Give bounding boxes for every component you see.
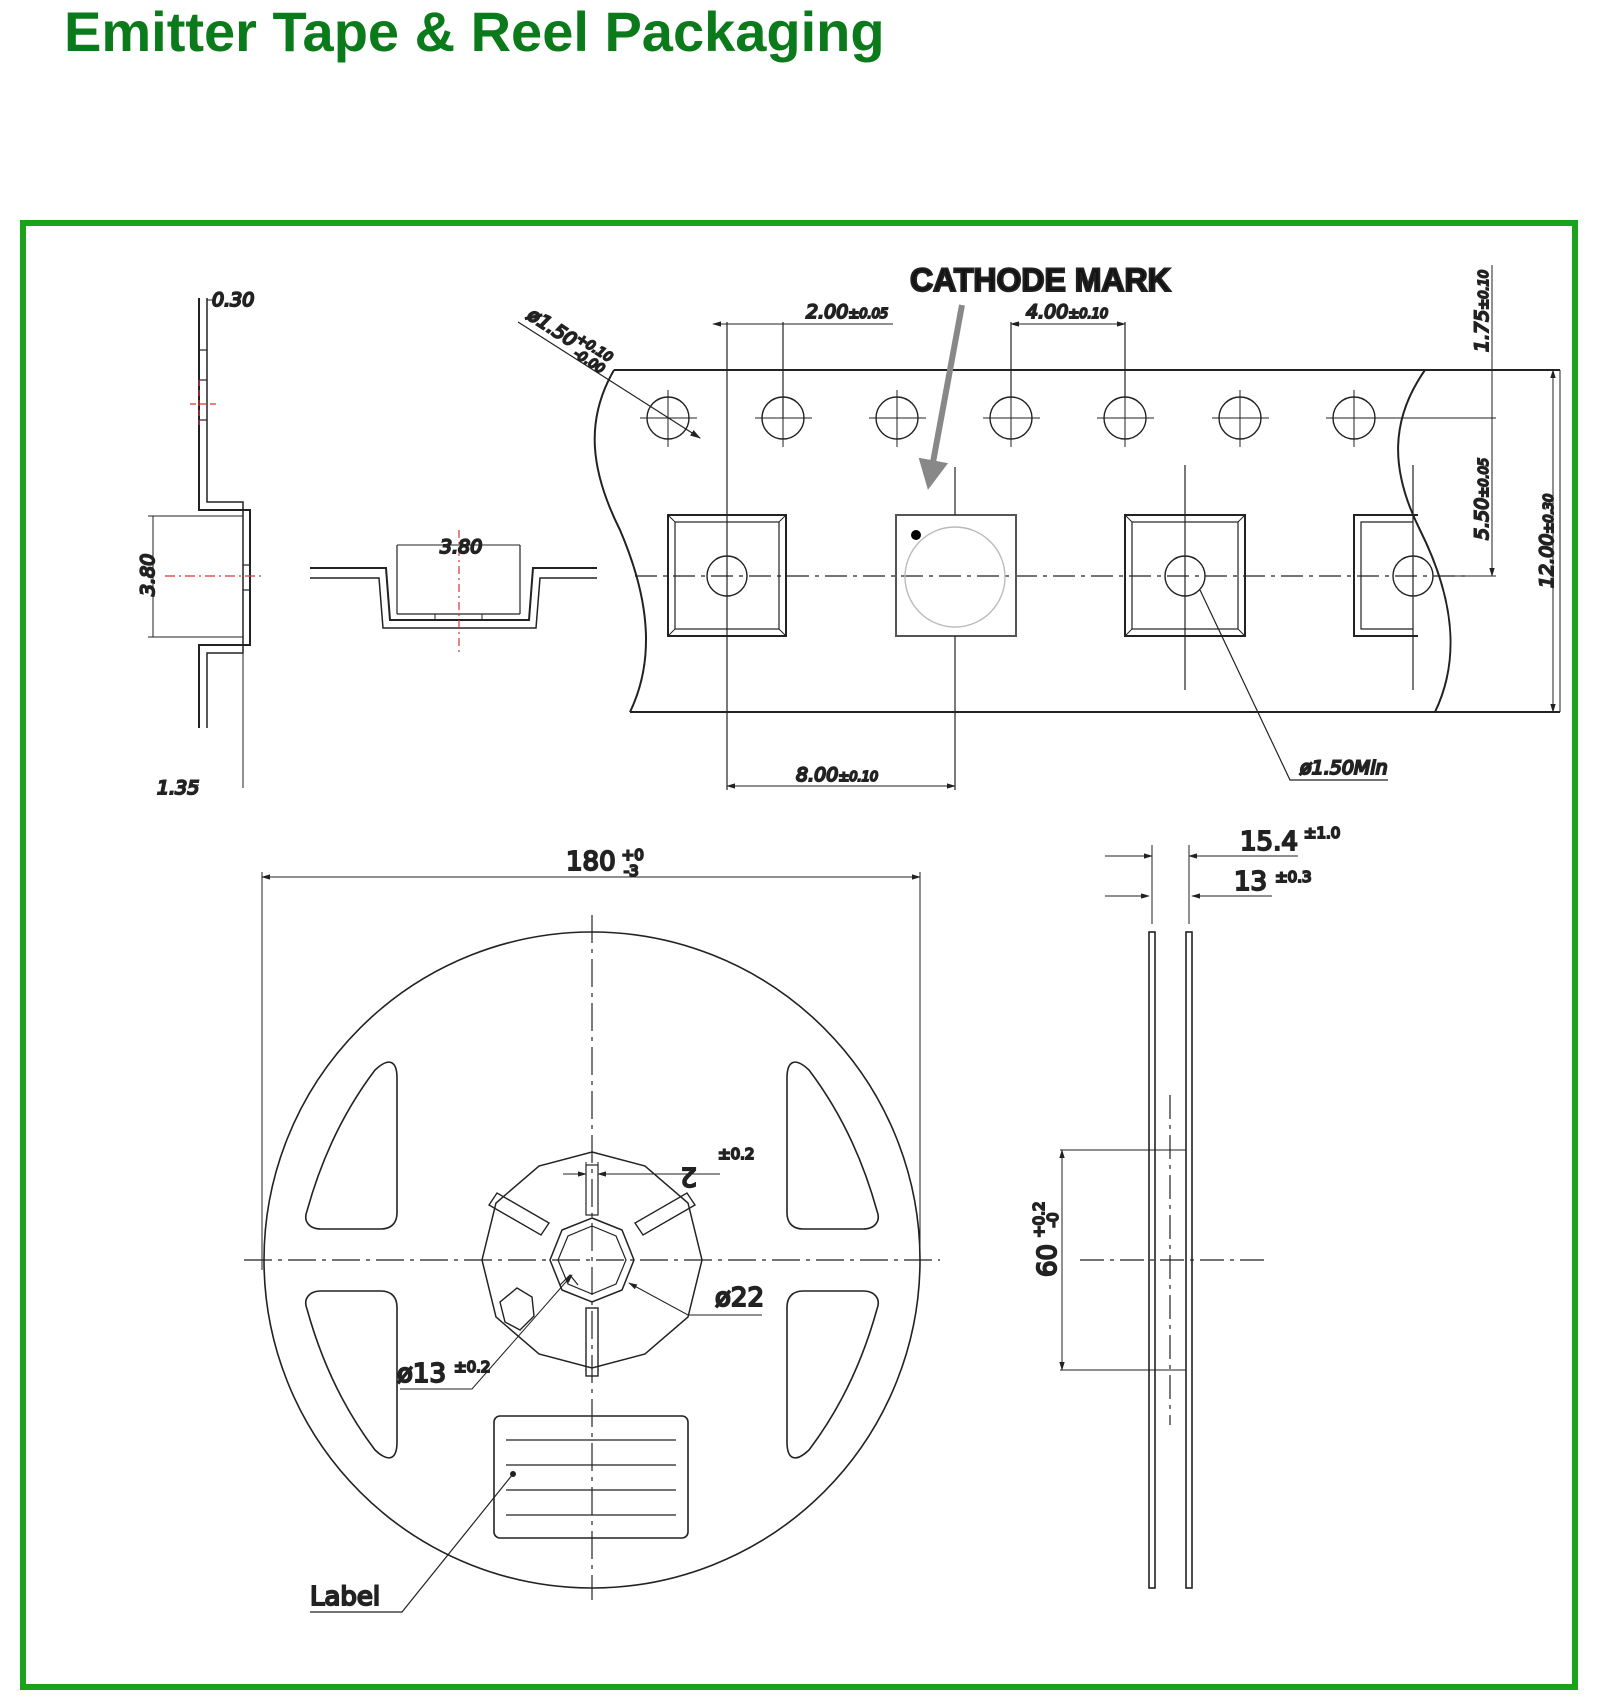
sprocket-holes [640, 390, 1383, 447]
bottom-thickness-label: 1.35 [157, 777, 199, 799]
cathode-dot [911, 530, 921, 540]
pocket-width-label: 3.80 [440, 536, 482, 558]
tape-pocket [667, 322, 787, 790]
sprocket-hole [869, 390, 926, 447]
arbor-hole-label: ø13±0.2 [397, 1358, 490, 1389]
cathode-mark-label: CATHODE MARK [910, 262, 1171, 298]
pocket-hole-min-label: ø1.50Min [1299, 757, 1388, 779]
pocket-height-label: 3.80 [137, 554, 159, 596]
pocket-pitch-label: 8.00±0.10 [796, 764, 878, 786]
key-width-tol: ±0.2 [718, 1145, 754, 1163]
tape-side-profile [148, 298, 265, 788]
reel-side-view [1060, 931, 1265, 1589]
tape-pocket [1124, 465, 1246, 690]
drawing-frame [20, 220, 1578, 1690]
pocket-cross-section [310, 530, 597, 655]
reel-front-view [244, 915, 940, 1600]
sprocket-hole [983, 390, 1040, 447]
reel-label-callout: Label [310, 1582, 380, 1612]
sprocket-hole [1212, 390, 1269, 447]
carrier-tape-top-view [593, 369, 1561, 713]
key-width-label: 2 [680, 1161, 697, 1191]
reel-outer-width-label: 15.4±1.0 [1240, 824, 1340, 857]
sprocket-hole [1326, 390, 1383, 447]
hole-to-center-label: 5.50±0.05 [1471, 458, 1493, 540]
reel-outer-dia-label: 180+0-3 [566, 846, 644, 880]
hole-to-pocket-pitch-label: 2.00±0.05 [806, 301, 888, 323]
page-title: Emitter Tape & Reel Packaging [64, 0, 885, 63]
tape-width-label: 12.00±0.30 [1536, 494, 1558, 588]
top-thickness-label: 0.30 [212, 289, 254, 311]
sprocket-hole-dia-label: ø1.50+0.10-0.00 [520, 302, 615, 378]
led-in-pocket [895, 467, 1017, 790]
reel-inner-width-label: 13±0.3 [1234, 867, 1312, 897]
hub-dia-label: ø22 [715, 1283, 764, 1313]
reel-hub-dia-label: 60+0.2-0 [1030, 1201, 1063, 1277]
edge-to-hole-label: 1.75±0.10 [1471, 270, 1493, 352]
tape-pocket [1353, 465, 1434, 690]
cathode-mark-arrow [918, 304, 965, 490]
sprocket-pitch-label: 4.00±0.10 [1026, 301, 1108, 323]
sprocket-hole [1097, 390, 1154, 447]
